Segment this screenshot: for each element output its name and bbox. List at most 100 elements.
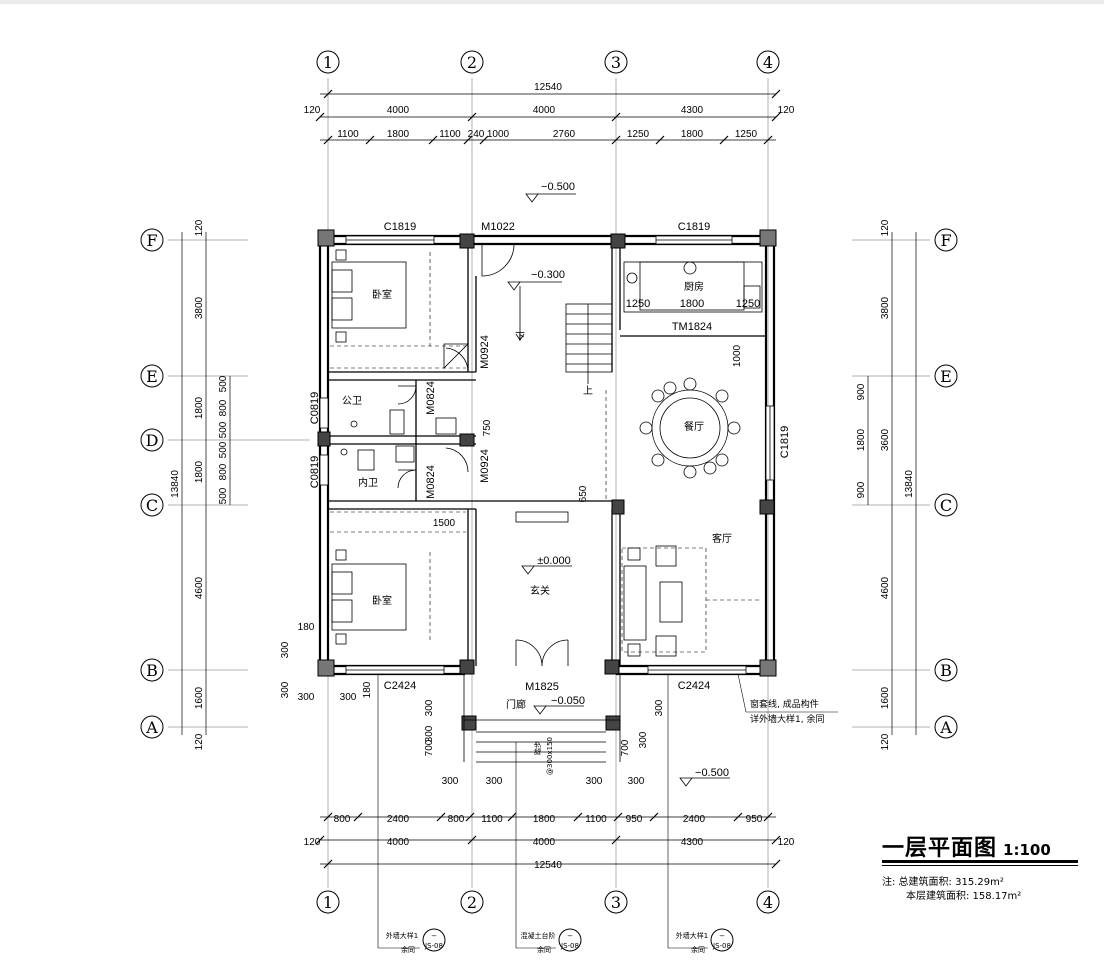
dim-right-b4: 1600 <box>880 686 891 709</box>
dim-top-left-120: 120 <box>304 105 321 116</box>
room-inner-wc: 内卫 <box>358 476 378 489</box>
axis-left-F: F <box>146 231 157 250</box>
ref2-sub: 余同 <box>537 945 551 954</box>
dim-left-overall: 13840 <box>170 470 181 498</box>
dim-misc-300b: 300 <box>280 681 291 698</box>
dim-top-d7: 1250 <box>627 129 650 140</box>
ref1-dash: − <box>431 932 437 940</box>
axis-right-A: A <box>939 718 952 737</box>
dim-top-d3: 1100 <box>439 129 461 140</box>
step-spec: @300x150 <box>546 737 554 775</box>
dim-misc-300j: 300 <box>486 776 503 787</box>
dim-misc-180b: 180 <box>362 681 373 698</box>
axis-left-E: E <box>146 367 158 386</box>
axis-left-A: A <box>145 718 158 737</box>
dim-left-d5: 800 <box>218 463 229 480</box>
dim-right-b1: 3800 <box>880 296 891 319</box>
dim-misc-650: 650 <box>578 485 589 502</box>
dim-bot-d4: 1100 <box>481 814 503 825</box>
dim-misc-180: 180 <box>298 622 315 633</box>
dim-misc-300f: 300 <box>424 725 435 742</box>
dim-left-d3: 500 <box>218 421 229 438</box>
dim-overall-top: 12540 <box>534 82 562 93</box>
tag-m0824-top: M0824 <box>425 381 437 415</box>
axis-top-2: 2 <box>467 53 477 72</box>
drawing-scale: 1:100 <box>1003 841 1051 859</box>
dim-left-d1: 500 <box>218 375 229 392</box>
tag-c1819-left: C1819 <box>384 221 416 233</box>
ref2-title: 混凝土台阶 <box>521 931 556 940</box>
axis-bottom-2: 2 <box>467 893 477 912</box>
ref1-sub: 余同 <box>401 945 415 954</box>
dim-top-d2: 1800 <box>387 129 410 140</box>
dim-right-d3: 900 <box>856 481 867 498</box>
dim-top-bay-1: 4000 <box>387 105 410 116</box>
dim-misc-750: 750 <box>482 419 493 436</box>
title-underline-thick <box>882 860 1078 863</box>
dim-right-b2: 3600 <box>880 428 891 451</box>
dim-left-b2: 1800 <box>194 396 205 419</box>
kitchen-dim-3: 1250 <box>736 298 760 310</box>
dim-bot-left-120: 120 <box>304 837 321 848</box>
dim-bot-d3: 800 <box>448 814 465 825</box>
dim-left-b0: 120 <box>194 219 205 236</box>
dim-right-b3: 4600 <box>880 576 891 599</box>
tag-c1819-right: C1819 <box>678 221 710 233</box>
dim-top-bay-3: 4300 <box>681 105 704 116</box>
dim-left-b3: 1800 <box>194 460 205 483</box>
axis-bottom-3: 3 <box>611 893 621 912</box>
dim-misc-300h: 300 <box>638 731 649 748</box>
callout-line-2: 详外墙大样1, 余同 <box>750 713 824 725</box>
dim-left-b4: 4600 <box>194 576 205 599</box>
dim-left-d2: 800 <box>218 399 229 416</box>
tag-m0824-bottom: M0824 <box>425 465 437 499</box>
axis-left-C: C <box>146 496 158 515</box>
axis-top-3: 3 <box>611 53 621 72</box>
dim-misc-1500: 1500 <box>433 518 456 529</box>
tag-m1825: M1825 <box>525 681 559 693</box>
dim-top-d6: 2760 <box>553 129 576 140</box>
dim-misc-700b: 700 <box>620 739 631 756</box>
dim-top-d1: 1100 <box>337 129 359 140</box>
room-dining: 餐厅 <box>684 420 704 433</box>
dim-right-b0: 120 <box>880 219 891 236</box>
axis-right-E: E <box>940 367 952 386</box>
dim-overall-bottom: 12540 <box>534 860 562 871</box>
dim-bot-d5: 1800 <box>533 814 556 825</box>
dim-misc-300g: 300 <box>654 699 665 716</box>
dim-bot-bay-1: 4000 <box>387 837 410 848</box>
stair-down-label: 下 <box>515 332 525 343</box>
ref1-title: 外墙大样1 <box>386 931 418 940</box>
level-porch: −0.050 <box>551 695 585 707</box>
room-living: 客厅 <box>712 532 732 545</box>
dim-misc-300d: 300 <box>340 692 357 703</box>
drawing-title-block: 一层平面图 1:100 <box>882 830 1082 866</box>
dim-top-bay-2: 4000 <box>533 105 556 116</box>
dim-misc-700a: 700 <box>424 739 435 756</box>
tag-m0924-bottom: M0924 <box>479 449 491 483</box>
dim-left-b5: 1600 <box>194 686 205 709</box>
axis-bottom-4: 4 <box>763 893 773 912</box>
ref2-dash: − <box>567 932 573 940</box>
drawing-title: 一层平面图 <box>882 836 998 861</box>
dim-left-d4: 500 <box>218 441 229 458</box>
total-area-note: 注: 总建筑面积: 315.29m² <box>882 877 1004 888</box>
dim-bot-d1: 800 <box>334 814 351 825</box>
kitchen-dim-1: 1250 <box>626 298 650 310</box>
dim-misc-300i: 300 <box>442 776 459 787</box>
dim-bot-d6: 1100 <box>585 814 607 825</box>
top-strip <box>0 0 1104 4</box>
dim-right-b5: 120 <box>880 733 891 750</box>
tag-m1022: M1022 <box>481 221 515 233</box>
room-bedroom-top: 卧室 <box>372 288 392 301</box>
dim-misc-300e: 300 <box>424 699 435 716</box>
ref3-code: JS-08 <box>712 942 731 950</box>
dim-top-d5: 1000 <box>487 129 510 140</box>
dim-misc-300l: 300 <box>628 776 645 787</box>
room-kitchen: 厨房 <box>684 280 704 293</box>
dim-left-b1: 3800 <box>194 296 205 319</box>
step-note: 踏步 <box>533 741 542 755</box>
axis-bottom-1: 1 <box>323 893 333 912</box>
tag-c2424-right: C2424 <box>678 680 710 692</box>
